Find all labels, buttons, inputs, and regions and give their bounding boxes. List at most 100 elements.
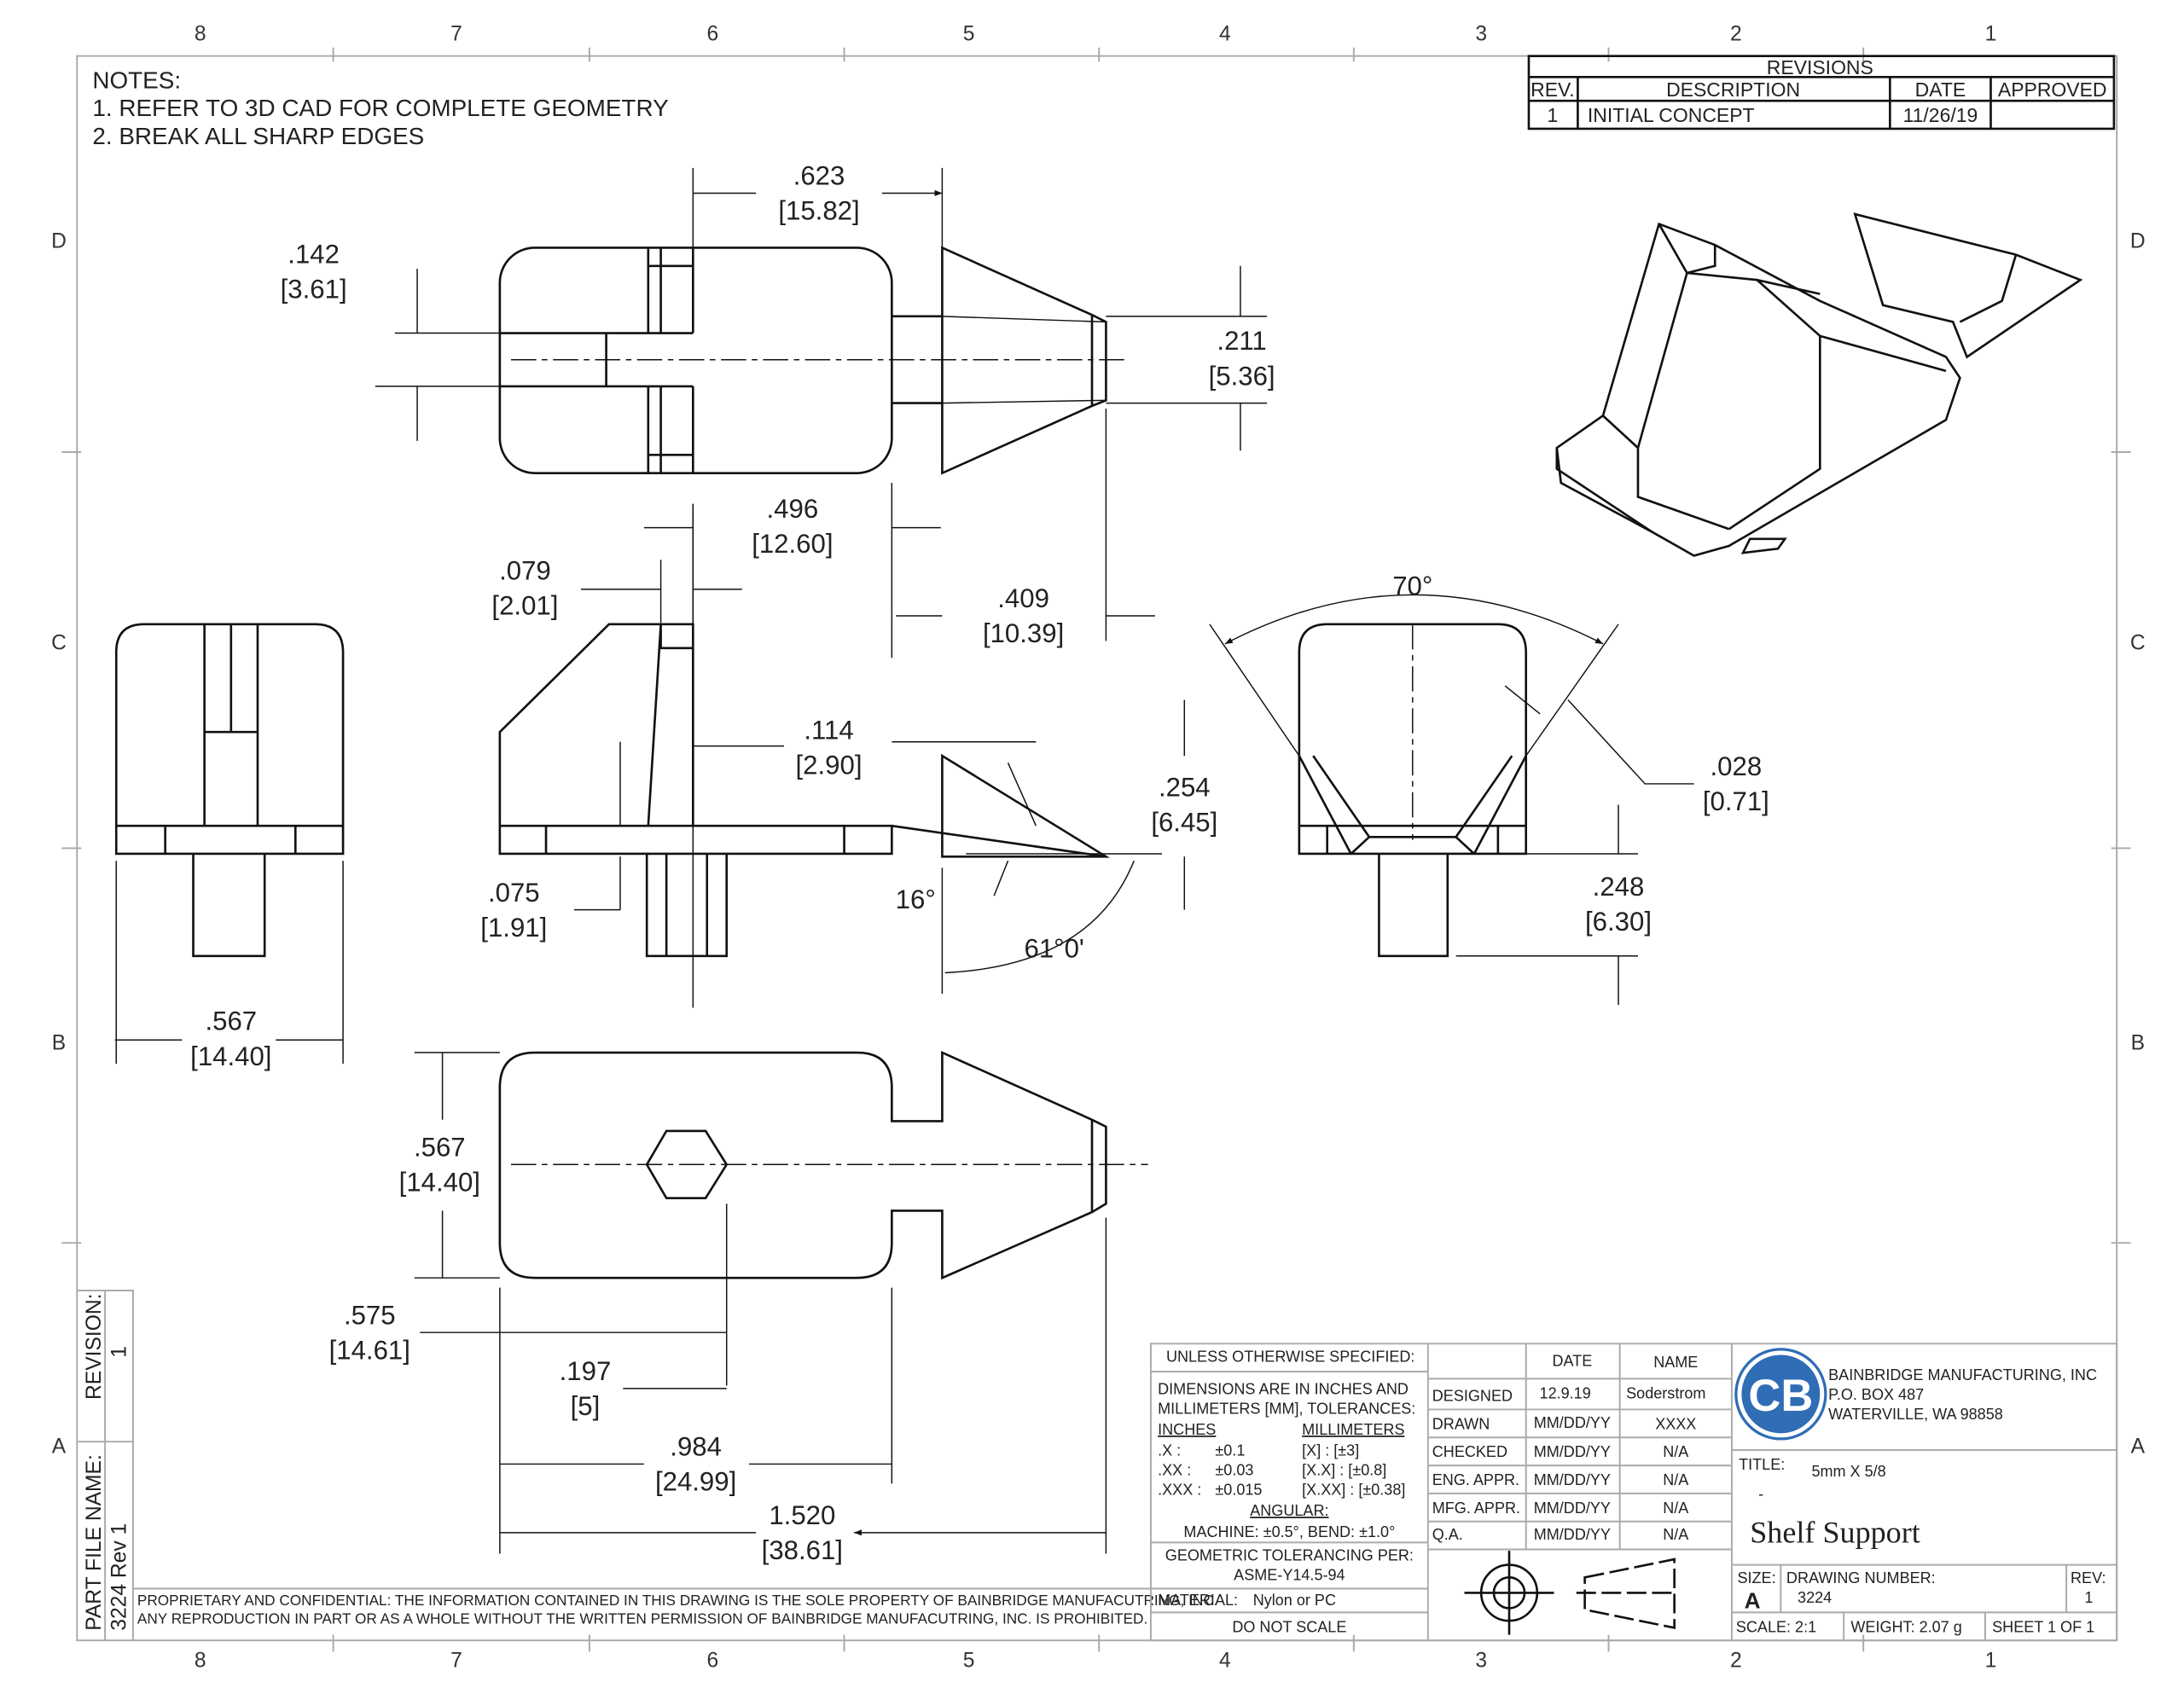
approvals-headers-1: NAME	[1653, 1354, 1698, 1371]
approvals-headers-0: DATE	[1552, 1353, 1592, 1370]
tolerances-header: UNLESS OTHERWISE SPECIFIED:	[1166, 1349, 1414, 1366]
bottom-view	[498, 1050, 1148, 1280]
zones-rows-1: C	[51, 631, 67, 654]
title-block: UNLESS OTHERWISE SPECIFIED: DIMENSIONS A…	[1149, 1343, 2118, 1642]
approvals-rows-1-1: MM/DD/YY	[1534, 1414, 1611, 1431]
dims-10-mm: [0.71]	[1703, 786, 1769, 816]
angles-1: 61°0'	[1024, 933, 1083, 963]
tolerances-rows-1-1: ±0.03	[1215, 1462, 1253, 1479]
revisions-rows-0-0: 1	[1547, 104, 1558, 126]
zones-rows-3: A	[52, 1435, 67, 1458]
side-labels: REVISION: 1 PART FILE NAME: 3224 Rev 1	[77, 1289, 134, 1641]
approvals-rows-0-0: DESIGNED	[1432, 1388, 1513, 1405]
title_block-subtitle: 5mm X 5/8	[1811, 1463, 1885, 1480]
tolerances-angular_value: MACHINE: ±0.5°, BEND: ±1.0°	[1183, 1523, 1395, 1540]
dims-14-mm: [5]	[571, 1391, 601, 1421]
dims-11-in: .248	[1593, 872, 1645, 902]
proprietary-0: PROPRIETARY AND CONFIDENTIAL: THE INFORM…	[137, 1592, 1218, 1609]
title_block-drawing_number: 3224	[1798, 1589, 1832, 1606]
company-logo_text: CB	[1748, 1371, 1813, 1421]
dims-12-in: .567	[414, 1132, 466, 1162]
zones-cols-4: 4	[1219, 23, 1231, 46]
approvals-rows-2-0: CHECKED	[1432, 1443, 1507, 1460]
approvals-rows-4-1: MM/DD/YY	[1534, 1499, 1611, 1517]
notes-title: NOTES:	[92, 67, 181, 93]
dims-1-mm: [3.61]	[281, 275, 347, 305]
dims-7-in: .075	[488, 878, 540, 908]
proprietary-notice: PROPRIETARY AND CONFIDENTIAL: THE INFORM…	[132, 1587, 1218, 1627]
dimensions: .623[15.82] .142[3.61] .211[5.36] .496[1…	[114, 161, 1769, 1565]
tolerances-rows-0-0: .X :	[1158, 1442, 1181, 1459]
approvals-rows-3-2: N/A	[1663, 1471, 1688, 1488]
approvals-rows-2-2: N/A	[1663, 1443, 1688, 1460]
zones-cols-2: 6	[706, 1649, 718, 1672]
tolerances-rows-2-2: [X.XX] : [±0.38]	[1302, 1482, 1405, 1499]
dims-0-in: .623	[793, 161, 845, 191]
company-name: BAINBRIDGE MANUFACTURING, INC	[1828, 1366, 2097, 1383]
approvals-rows-4-2: N/A	[1663, 1499, 1688, 1517]
zones-cols-0: 8	[195, 1649, 206, 1672]
dims-5-mm: [2.01]	[491, 590, 558, 620]
tolerances-intro2: MILLIMETERS [MM], TOLERANCES:	[1158, 1400, 1415, 1417]
zones-cols-4: 4	[1219, 1649, 1231, 1672]
tolerances-rows-2-0: .XXX :	[1158, 1482, 1201, 1499]
company-logo: CB	[1734, 1348, 1827, 1441]
notes-items-1: 2. BREAK ALL SHARP EDGES	[92, 123, 424, 149]
zones-rows-0: D	[2130, 229, 2146, 252]
top-view	[498, 246, 1128, 475]
zones-cols-6: 2	[1730, 23, 1742, 46]
dims-1-in: .142	[288, 240, 340, 270]
zones-cols-7: 1	[1985, 1649, 1997, 1672]
third-angle-projection-symbol	[1464, 1551, 1677, 1635]
proprietary-1: ANY REPRODUCTION IN PART OR AS A WHOLE W…	[137, 1610, 1147, 1627]
approvals-rows-4-0: MFG. APPR.	[1432, 1499, 1520, 1517]
dims-15-in: .984	[670, 1432, 722, 1462]
tolerances-material_label: MATERIAL:	[1158, 1592, 1238, 1609]
zones-cols-3: 5	[963, 1649, 975, 1672]
title_block-size: A	[1745, 1587, 1761, 1613]
tolerances-rows-1-2: [X.X] : [±0.8]	[1302, 1462, 1386, 1479]
dims-4-mm: [10.39]	[983, 618, 1064, 648]
tolerances-inches: INCHES	[1158, 1421, 1216, 1438]
revisions-title: REVISIONS	[1767, 56, 1873, 78]
notes: NOTES: 1. REFER TO 3D CAD FOR COMPLETE G…	[92, 67, 668, 149]
dims-6-mm: [2.90]	[796, 750, 863, 780]
tolerances-rows-2-1: ±0.015	[1215, 1482, 1262, 1499]
dims-16-in: 1.520	[769, 1500, 835, 1530]
dims-0-mm: [15.82]	[778, 196, 859, 226]
dims-7-mm: [1.91]	[480, 913, 547, 943]
right-view	[1209, 594, 1619, 958]
zones-rows-1: C	[2130, 631, 2146, 654]
approvals-rows-0-1: 12.9.19	[1540, 1384, 1591, 1401]
zones-rows-3: A	[2131, 1435, 2146, 1458]
zones-cols-5: 3	[1475, 1649, 1487, 1672]
dims-11-mm: [6.30]	[1585, 907, 1652, 937]
front-view	[498, 503, 1111, 1008]
approvals-rows-1-0: DRAWN	[1432, 1415, 1490, 1432]
title_block-drawing_number_label: DRAWING NUMBER:	[1786, 1569, 1936, 1586]
dims-8-mm: [6.45]	[1151, 808, 1217, 838]
dims-8-in: .254	[1159, 773, 1211, 803]
revisions-headers-2: DATE	[1915, 78, 1966, 101]
zones-cols-2: 6	[706, 23, 718, 46]
zones-rows-2: B	[52, 1032, 66, 1055]
approvals-rows-2-1: MM/DD/YY	[1534, 1443, 1611, 1460]
approvals-rows-5-1: MM/DD/YY	[1534, 1526, 1611, 1543]
side_labels-file_value: 3224 Rev 1	[108, 1523, 131, 1631]
dims-12-mm: [14.40]	[399, 1167, 480, 1197]
approvals-rows-3-1: MM/DD/YY	[1534, 1471, 1611, 1488]
dims-2-mm: [5.36]	[1209, 361, 1275, 391]
zones-cols-5: 3	[1475, 23, 1487, 46]
tolerances-millimeters: MILLIMETERS	[1302, 1421, 1404, 1438]
side_labels-revision_value: 1	[108, 1346, 131, 1358]
dims-3-in: .496	[767, 494, 819, 524]
dims-10-in: .028	[1711, 751, 1763, 781]
approvals-rows-3-0: ENG. APPR.	[1432, 1471, 1519, 1488]
revisions-headers-0: REV.	[1531, 78, 1575, 101]
tolerances-angular: ANGULAR:	[1250, 1502, 1328, 1519]
revisions-headers-3: APPROVED	[1998, 78, 2107, 101]
zones-cols-3: 5	[963, 23, 975, 46]
title_block-weight: WEIGHT: 2.07 g	[1850, 1618, 1961, 1635]
title_block-rev_label: REV:	[2071, 1569, 2106, 1586]
tolerances-rows-0-1: ±0.1	[1215, 1442, 1245, 1459]
